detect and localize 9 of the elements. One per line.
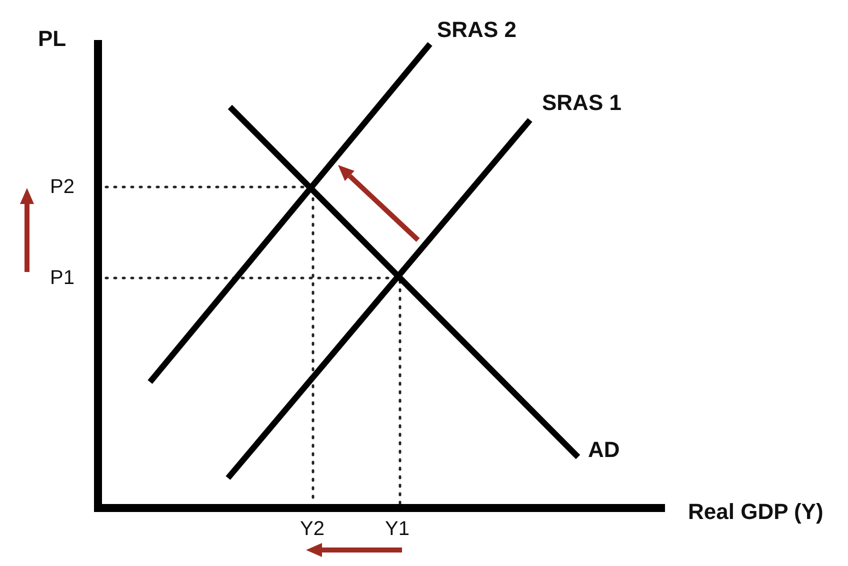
output-label: Y2: [300, 519, 324, 539]
curve-label: AD: [588, 439, 620, 461]
curve-label: SRAS 2: [437, 19, 516, 41]
curve-label: SRAS 1: [542, 92, 622, 114]
axis-label: PL: [38, 28, 66, 50]
price-level-label: P1: [50, 268, 74, 288]
price-level-label: P2: [50, 177, 74, 197]
axis-label: Real GDP (Y): [688, 501, 824, 523]
output-label: Y1: [385, 519, 410, 539]
